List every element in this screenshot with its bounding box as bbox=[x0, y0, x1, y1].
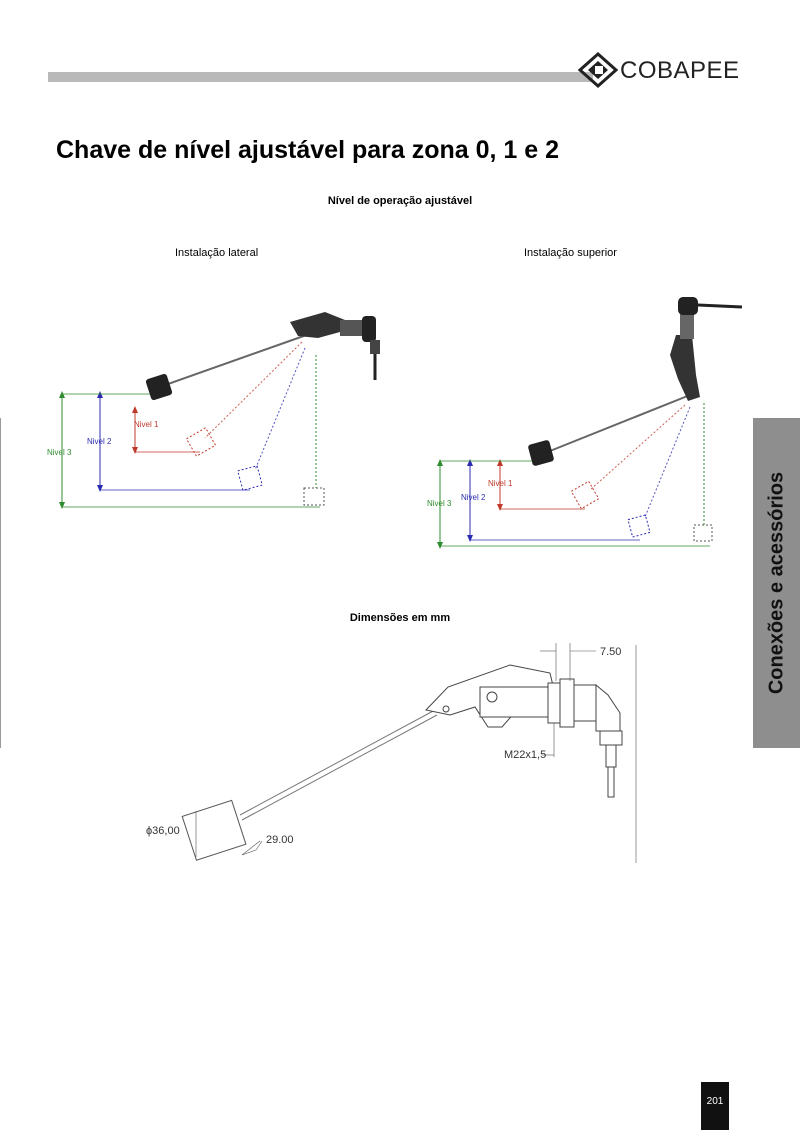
lateral-caption: Instalação lateral bbox=[175, 247, 259, 259]
superior-level2-label: Nivel 2 bbox=[461, 493, 486, 502]
header-bar bbox=[48, 72, 593, 82]
superior-level3-label: Nivel 3 bbox=[427, 499, 452, 508]
dim-thread: M22x1,5 bbox=[504, 749, 546, 761]
dimensions-drawing: 7.50 M22x1,5 ϕ36,00 29.00 bbox=[146, 643, 637, 863]
lateral-installation-diagram: Nivel 1 Nivel 2 Nivel 3 bbox=[47, 312, 380, 509]
dim-7-50: 7.50 bbox=[600, 646, 621, 658]
superior-caption: Instalação superior bbox=[524, 247, 617, 259]
dim-diameter: ϕ36,00 bbox=[146, 825, 180, 837]
superior-installation-diagram: Nivel 1 Nivel 2 Nivel 3 bbox=[427, 297, 743, 549]
dim-29-00: 29.00 bbox=[266, 834, 294, 846]
left-margin-line bbox=[0, 418, 1, 748]
page-number: 201 bbox=[706, 1096, 724, 1107]
section-dimensions-heading: Dimensões em mm bbox=[349, 612, 451, 624]
page-title: Chave de nível ajustável para zona 0, 1 … bbox=[56, 136, 560, 164]
section-side-tab: Conexões e acessórios bbox=[753, 418, 800, 748]
side-tab-label: Conexões e acessórios bbox=[765, 471, 787, 695]
cobapee-logo-icon bbox=[578, 52, 618, 88]
lateral-level2-label: Nivel 2 bbox=[87, 437, 112, 446]
section-operation-heading: Nível de operação ajustável bbox=[327, 195, 473, 207]
superior-level1-label: Nivel 1 bbox=[488, 479, 513, 488]
lateral-level3-label: Nivel 3 bbox=[47, 448, 72, 457]
brand-name: COBAPEE bbox=[620, 57, 740, 84]
page-number-box: 201 bbox=[701, 1082, 729, 1130]
lateral-level1-label: Nivel 1 bbox=[134, 420, 159, 429]
